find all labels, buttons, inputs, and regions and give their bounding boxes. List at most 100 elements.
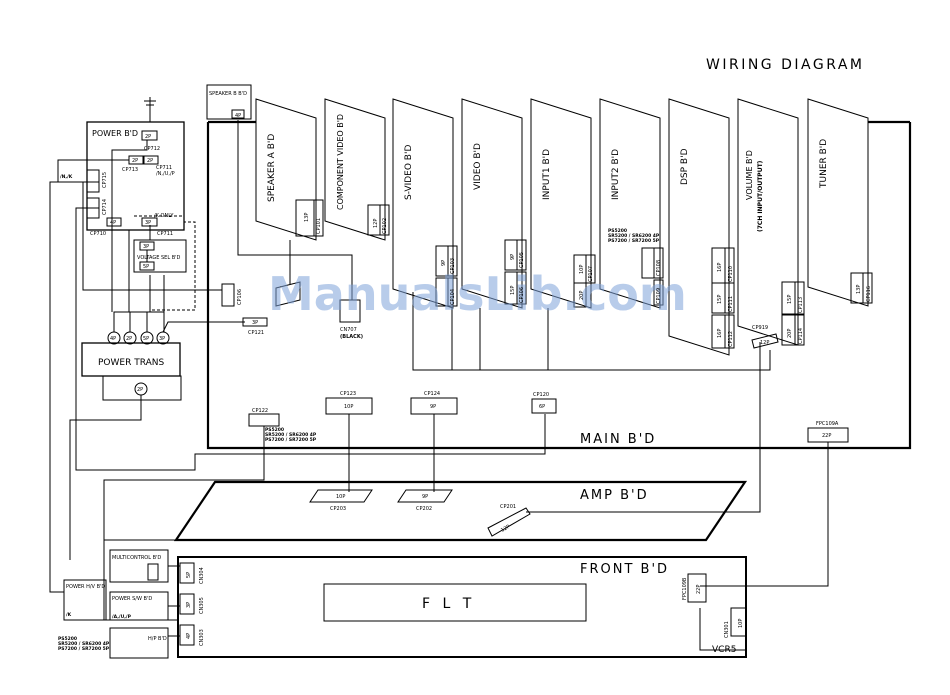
- note-model-c-in2: PS7200 / SR7200 5P: [608, 238, 660, 244]
- cn303-label: CN303: [199, 629, 205, 646]
- pin-3p-trans: 3P: [159, 336, 165, 342]
- cp114-label: CP114: [798, 328, 804, 344]
- speaker-b-board: [206, 84, 252, 120]
- cp202-label: CP202: [416, 506, 432, 512]
- cp105-label: CP105: [519, 252, 525, 268]
- card-tuner: [807, 98, 869, 307]
- card-speaker-a: [255, 98, 317, 241]
- cp112-label: CP112: [728, 331, 734, 347]
- card-label-video: VIDEO B'D: [473, 143, 483, 190]
- note-model-a-in2: PS5200: [608, 228, 627, 234]
- pin-2p-c: 2P: [147, 158, 153, 164]
- hp-label: H/P B'D: [148, 636, 167, 642]
- cp106-label: CP106: [237, 289, 243, 305]
- card-volume: [737, 98, 799, 346]
- note-nk: /N,/K: [60, 174, 73, 180]
- pin-10p-in1: 10P: [579, 265, 585, 274]
- power-hv-label: POWER H/V B'D: [66, 584, 105, 590]
- page-title: WIRING DIAGRAM: [706, 57, 865, 73]
- voltage-sel-board: [133, 239, 187, 273]
- pin-22p-fpcb: 22P: [696, 585, 702, 594]
- pin-12p-cp919: 12P: [760, 340, 769, 346]
- cp109-label: CP109: [656, 288, 662, 304]
- pin-6p-cp120: 6P: [539, 404, 545, 410]
- cp106b-label: CP106: [519, 287, 525, 303]
- flt-label: F L T: [422, 596, 475, 612]
- cp120-label: CP120: [533, 392, 549, 398]
- note-model-c: PS7200 / SR7200 5P: [265, 437, 317, 443]
- pin-3p-vsel: 3P: [143, 244, 149, 250]
- cn301-label: CN301: [724, 621, 730, 638]
- pin-22p-fpc: 22P: [822, 433, 831, 439]
- pin-5p-vsel: 5P: [143, 264, 149, 270]
- pin-9p-vid: 9P: [510, 254, 516, 260]
- note-model-b: SR5200 / SR6200 4P: [265, 432, 317, 438]
- card-sublabel-volume: (7CH INPUT/OUTPUT): [757, 160, 764, 232]
- cp103-label: CP103: [450, 258, 456, 274]
- cp711b-label: CP711: [157, 231, 173, 237]
- note-k: /K: [66, 612, 72, 618]
- vcr5-label: VCR5: [712, 645, 736, 655]
- watermark: ManualsLib.com: [268, 267, 687, 321]
- card-s-video: [392, 98, 454, 309]
- pin-20p-in1: 20P: [579, 291, 585, 300]
- black-label: (BLACK): [340, 334, 363, 340]
- k-only-label: /K ONLY: [154, 213, 174, 219]
- cp713-label: CP713: [122, 167, 138, 173]
- pin-5p-cn304: 5P: [186, 572, 192, 578]
- cp710-label: CP710: [90, 231, 106, 237]
- cp104-label: CP104: [450, 289, 456, 305]
- cp715-label: CP715: [102, 172, 108, 188]
- cp712-label: CP712: [144, 146, 160, 152]
- multicontrol-label: MULTICONTROL B'D: [112, 555, 161, 561]
- card-video: [461, 98, 523, 309]
- fpc109b-label: FPC109B: [682, 577, 688, 600]
- cp107-label: CP107: [588, 266, 594, 282]
- voltage-sel-label: VOLTAGE SEL B'D: [137, 255, 180, 261]
- cp122-label: CP122: [252, 408, 268, 414]
- cp111-label: CP111: [728, 296, 734, 312]
- pin-15p-vol: 15P: [787, 295, 793, 304]
- card-label-component-video: COMPONENT VIDEO B'D: [336, 114, 345, 210]
- pin-13p-tuner: 13P: [856, 285, 862, 294]
- cp102-label: CP102: [382, 218, 388, 234]
- pin-10p-cn301: 10P: [738, 619, 744, 628]
- card-label-volume: VOLUME B'D: [745, 150, 754, 200]
- front-board-label: FRONT B'D: [580, 562, 669, 577]
- note-model-b-in2: SR5200 / SR6200 4P: [608, 233, 660, 239]
- pin-13p-spk: 13P: [304, 213, 310, 222]
- pin-2p-b: 2P: [132, 158, 138, 164]
- card-label-tuner: TUNER B'D: [819, 139, 829, 189]
- amp-board-label: AMP B'D: [580, 488, 649, 503]
- front-board: [177, 556, 747, 658]
- power-sw-label: POWER S/W B'D: [112, 596, 152, 602]
- cp123-label: CP123: [340, 391, 356, 397]
- cp919-label: CP919: [752, 325, 768, 331]
- pin-15p-dsp: 15P: [717, 295, 723, 304]
- pin-12p-cp201: 12P: [500, 524, 511, 534]
- note-model-a: PS5200: [265, 427, 284, 433]
- card-input1: [530, 98, 592, 309]
- pin-9p-cp202: 9P: [422, 494, 428, 500]
- pin-5p-trans: 5P: [143, 336, 149, 342]
- pin-2p-trans-b: 2P: [137, 387, 143, 393]
- cn707-label: CN707: [340, 327, 357, 333]
- cp124-label: CP124: [424, 391, 440, 397]
- pin-9p-sv: 9P: [441, 260, 447, 266]
- card-label-input2: INPUT2 B'D: [611, 149, 621, 200]
- note-model-a-front: PS5200: [58, 636, 77, 642]
- cp101-label: CP101: [316, 218, 322, 234]
- pin-10p-cp123: 10P: [344, 404, 353, 410]
- card-label-input1: INPUT1 B'D: [542, 149, 552, 200]
- note-model-c-front: PS7200 / SR7200 5P: [58, 646, 110, 652]
- pin-3p-cn305: 3P: [186, 602, 192, 608]
- pin-4p-cn303: 4P: [186, 633, 192, 639]
- cp711-note: /N,/U,/P: [156, 171, 175, 177]
- power-trans-label: POWER TRANS: [98, 358, 164, 368]
- fpc109a-label: FPC109A: [816, 421, 839, 427]
- pin-16p-dsp: 16P: [717, 263, 723, 272]
- card-input2: [599, 98, 661, 309]
- card-label-speaker-a: SPEAKER A B'D: [267, 134, 277, 202]
- cp201-label: CP201: [500, 504, 516, 510]
